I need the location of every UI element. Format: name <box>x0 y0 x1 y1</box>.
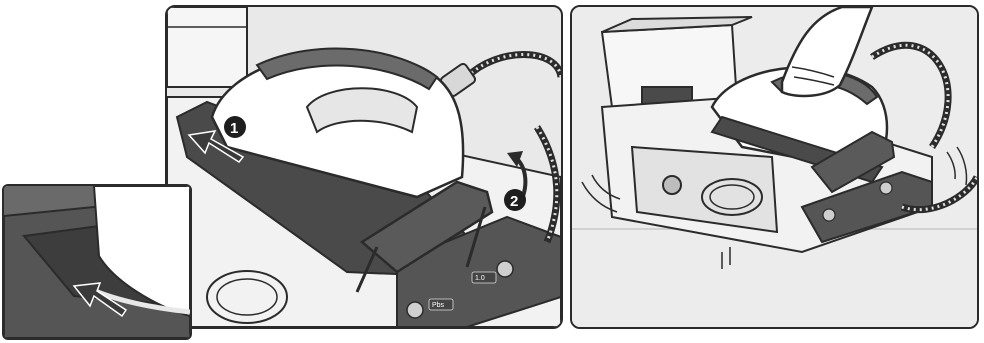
control-button <box>497 261 513 277</box>
control-button <box>407 302 423 318</box>
step-1-number: 1 <box>230 120 238 137</box>
display-label-text: 1.0 <box>475 275 485 282</box>
carry-station-illustration <box>572 7 977 327</box>
step-2-number: 2 <box>510 193 518 210</box>
water-tank <box>167 7 247 87</box>
illustration-panel-carry-station <box>570 5 979 329</box>
lock-detail-illustration <box>4 186 190 338</box>
dial-knob <box>663 176 681 194</box>
display-label-text: Pbs <box>432 302 445 309</box>
illustration-panel-lock-iron: Pbs 1.0 1 2 <box>165 5 563 329</box>
iron-station-illustration: Pbs 1.0 1 2 <box>167 7 561 327</box>
illustration-inset-lock-detail <box>2 184 192 340</box>
